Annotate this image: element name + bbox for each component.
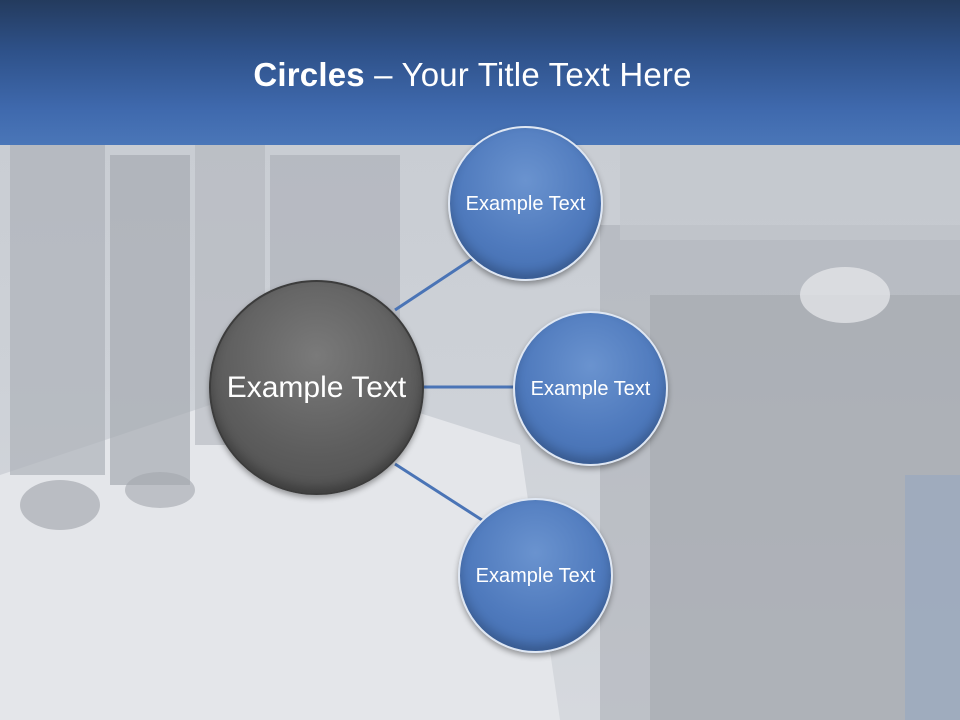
satellite-circle-label: Example Text	[465, 192, 586, 215]
title-bold: Circles	[253, 56, 365, 93]
satellite-circle-label: Example Text	[530, 377, 651, 400]
satellite-circle-middle[interactable]: Example Text	[513, 311, 668, 466]
title-rest: – Your Title Text Here	[364, 56, 692, 93]
center-circle[interactable]: Example Text	[209, 280, 424, 495]
connector-top	[394, 255, 476, 312]
satellite-circle-label: Example Text	[475, 564, 596, 587]
center-circle-label: Example Text	[226, 370, 407, 404]
slide-title: Circles – Your Title Text Here	[0, 55, 945, 95]
connector-bottom	[394, 462, 483, 522]
satellite-circle-top[interactable]: Example Text	[448, 126, 603, 281]
satellite-circle-bottom[interactable]: Example Text	[458, 498, 613, 653]
header-band: Circles – Your Title Text Here	[0, 0, 960, 145]
